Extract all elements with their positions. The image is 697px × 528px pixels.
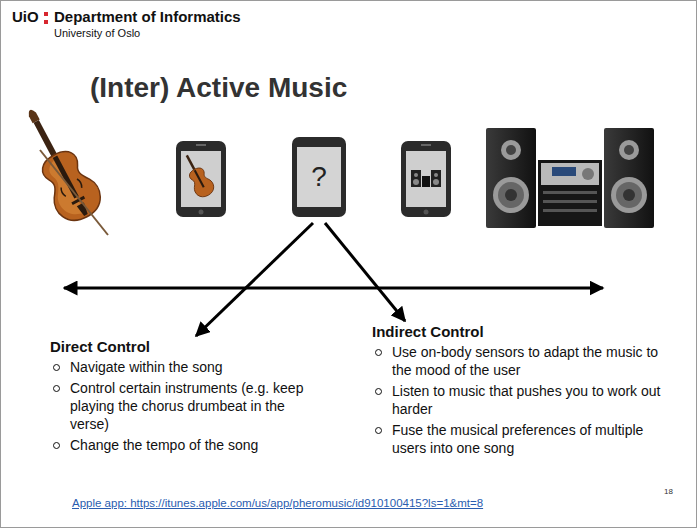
logo-text: UiO bbox=[12, 8, 39, 25]
bullet-item: Use on-body sensors to adapt the music t… bbox=[372, 343, 664, 379]
phone-node: ? bbox=[292, 137, 346, 217]
department-name: Department of Informatics bbox=[54, 8, 241, 25]
bullet-item: Control certain instruments (e.g. keep p… bbox=[50, 379, 306, 433]
logo-colon bbox=[44, 12, 48, 24]
violin-bow bbox=[40, 150, 108, 235]
bullet-item: Fuse the musical preferences of multiple… bbox=[372, 421, 664, 457]
bullet-item: Navigate within the song bbox=[50, 358, 306, 376]
screen-symbol: ? bbox=[297, 147, 341, 207]
phone-violin-icon bbox=[176, 141, 226, 217]
control-group: Direct ControlNavigate within the songCo… bbox=[50, 338, 312, 457]
bullet-marker bbox=[53, 442, 60, 449]
bullet-marker bbox=[375, 349, 382, 356]
stereo-icon bbox=[486, 128, 654, 228]
app-link: Apple app: https://itunes.apple.com/us/a… bbox=[72, 497, 483, 509]
phone-stereo-icon bbox=[401, 141, 451, 217]
bullet-marker bbox=[375, 427, 382, 434]
control-group: Indirect ControlUse on-body sensors to a… bbox=[372, 323, 668, 460]
bullet-marker bbox=[53, 364, 60, 371]
connector-arrow bbox=[325, 223, 405, 321]
group-heading: Direct Control bbox=[50, 338, 312, 356]
page-number: 18 bbox=[664, 487, 673, 496]
group-heading: Indirect Control bbox=[372, 323, 668, 341]
spectrum-arrow bbox=[64, 287, 603, 290]
bullet-marker bbox=[53, 385, 60, 392]
university-name: University of Oslo bbox=[54, 27, 140, 39]
bullet-item: Change the tempo of the song bbox=[50, 436, 306, 454]
bullet-item: Listen to music that pushes you to work … bbox=[372, 382, 664, 418]
violin-icon bbox=[9, 99, 107, 228]
bullet-marker bbox=[375, 388, 382, 395]
slide-title: (Inter) Active Music bbox=[90, 72, 347, 104]
connector-arrow bbox=[196, 223, 313, 336]
